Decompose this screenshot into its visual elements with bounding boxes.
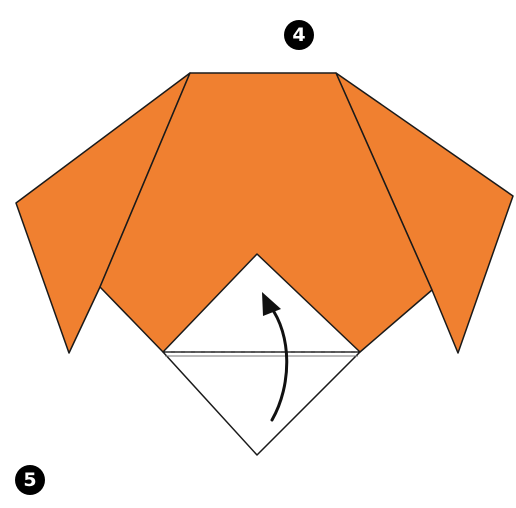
arrow-head-icon xyxy=(262,292,281,316)
snout-lower-triangle xyxy=(162,351,361,456)
head-body xyxy=(99,72,433,353)
step-number-badge-4: 4 xyxy=(284,20,314,50)
fold-direction-arrow xyxy=(268,304,289,422)
step-number-badge-5: 5 xyxy=(15,465,45,495)
